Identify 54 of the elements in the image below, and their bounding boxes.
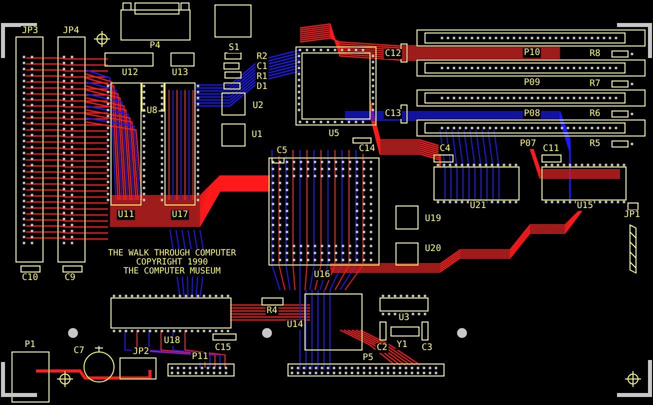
component-label: Y1 bbox=[396, 340, 408, 350]
component-label: C11 bbox=[542, 144, 560, 154]
component-label: U12 bbox=[120, 68, 140, 78]
component-label: R4 bbox=[266, 306, 278, 316]
board-inscription: THE WALK THROUGH COMPUTER bbox=[107, 250, 237, 258]
component-label: U21 bbox=[468, 201, 488, 211]
component-label: U5 bbox=[328, 129, 340, 139]
component-label: P5 bbox=[362, 353, 374, 363]
component-label: C2 bbox=[376, 343, 388, 353]
component-label: U16 bbox=[312, 270, 332, 280]
component-label: R1 bbox=[256, 72, 268, 82]
component-label: U18 bbox=[162, 336, 182, 346]
component-label: P09 bbox=[522, 78, 542, 88]
component-label: C12 bbox=[384, 49, 402, 59]
component-label: C7 bbox=[72, 346, 86, 356]
component-label: P10 bbox=[522, 48, 542, 58]
component-label: U3 bbox=[398, 313, 410, 323]
board-inscription: COPYRIGHT 1990 bbox=[135, 258, 209, 268]
component-label: U2 bbox=[252, 101, 264, 111]
component-label: R2 bbox=[256, 52, 268, 62]
component-label: P1 bbox=[24, 340, 36, 350]
component-label: U20 bbox=[424, 244, 442, 254]
component-label: P4 bbox=[148, 41, 162, 51]
component-label: C1 bbox=[256, 62, 268, 72]
component-label: C5 bbox=[276, 146, 288, 156]
component-label: U14 bbox=[286, 320, 304, 330]
component-label: C13 bbox=[384, 109, 402, 119]
component-label: C15 bbox=[214, 343, 232, 353]
component-label: U13 bbox=[170, 68, 190, 78]
component-label: S1 bbox=[228, 43, 240, 53]
component-label: U17 bbox=[170, 210, 190, 220]
component-label: R7 bbox=[588, 79, 602, 89]
component-label: U1 bbox=[250, 130, 264, 140]
component-label: JP4 bbox=[62, 26, 80, 36]
component-label: JP1 bbox=[622, 210, 642, 220]
component-label: D1 bbox=[256, 82, 268, 92]
component-label: U8 bbox=[146, 106, 158, 116]
board-inscription: THE COMPUTER MUSEUM bbox=[122, 268, 222, 276]
component-label: U19 bbox=[424, 214, 442, 224]
component-label: P07 bbox=[518, 139, 538, 149]
component-label: U15 bbox=[576, 201, 594, 211]
component-label: U11 bbox=[116, 210, 136, 220]
component-label: C9 bbox=[64, 273, 76, 283]
component-label: JP3 bbox=[20, 26, 40, 36]
component-label: C10 bbox=[20, 273, 40, 283]
component-label: C14 bbox=[358, 144, 376, 154]
component-label: P08 bbox=[522, 109, 542, 119]
component-label: C4 bbox=[438, 144, 452, 154]
component-label: C3 bbox=[420, 343, 434, 353]
component-label: R5 bbox=[588, 139, 602, 149]
component-label: R6 bbox=[588, 109, 602, 119]
component-label: R8 bbox=[588, 49, 602, 59]
component-label: JP2 bbox=[132, 347, 150, 357]
component-label: P11 bbox=[190, 352, 210, 362]
